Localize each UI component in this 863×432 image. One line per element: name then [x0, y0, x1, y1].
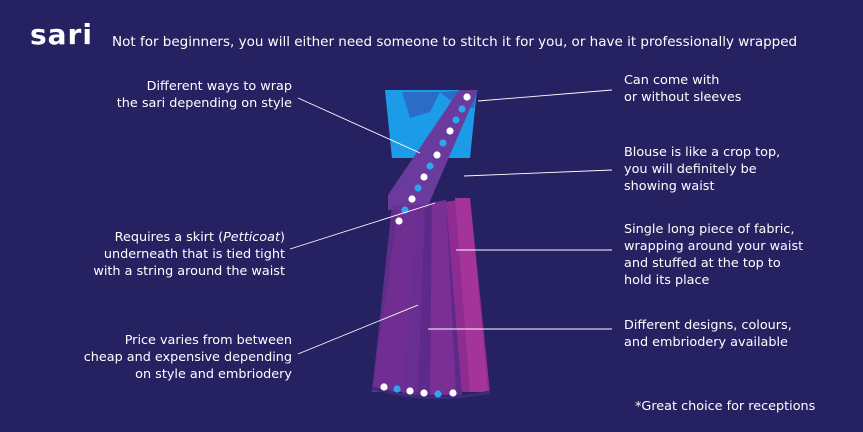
label-wrap-line-2: the sari depending on style	[116, 96, 292, 111]
label-fabric-line-2: wrapping around your waist	[624, 239, 804, 254]
petticoat-term: Petticoat	[223, 230, 280, 245]
label-price-line-2: cheap and expensive depending	[83, 350, 292, 365]
hem-beads	[380, 383, 457, 398]
blouse-neckline	[402, 92, 440, 118]
label-petticoat-line-2: underneath that is tied tight	[103, 247, 285, 262]
label-price-line-1: Price varies from between	[124, 333, 292, 348]
pallu-beads	[395, 93, 471, 225]
label-fabric-line-1: Single long piece of fabric,	[624, 222, 795, 237]
leader-price	[297, 304, 419, 355]
leader-sleeves	[477, 89, 613, 102]
leader-wrap	[297, 97, 421, 154]
label-petticoat: Requires a skirt (Petticoat) underneath …	[93, 229, 285, 280]
petticoat-text-a: Requires a skirt (	[114, 230, 224, 245]
leader-lines	[289, 89, 613, 355]
sari-pallu-hang	[372, 205, 425, 392]
label-designs: Different designs, colours, and embriode…	[624, 317, 792, 351]
label-fabric: Single long piece of fabric, wrapping ar…	[624, 221, 803, 289]
leader-petticoat	[289, 202, 436, 250]
sari-skirt-right	[455, 198, 488, 392]
label-petticoat-line-1: Requires a skirt (Petticoat)	[93, 229, 285, 246]
label-designs-line-2: and embriodery available	[624, 335, 788, 350]
footnote: *Great choice for receptions	[635, 399, 816, 414]
label-blouse: Blouse is like a crop top, you will defi…	[624, 144, 780, 195]
petticoat-text-b: )	[280, 230, 285, 245]
label-sleeves-line-2: or without sleeves	[624, 90, 742, 105]
label-designs-line-1: Different designs, colours,	[624, 318, 792, 333]
label-wrap-styles: Different ways to wrap the sari dependin…	[117, 78, 292, 112]
leader-blouse	[463, 169, 613, 177]
sari-pleat-mid	[430, 200, 456, 395]
label-sleeves: Can come with or without sleeves	[624, 72, 741, 106]
page-title: sari	[30, 18, 93, 51]
label-price-line-3: on style and embriodery	[135, 367, 292, 382]
label-wrap-line-1: Different ways to wrap	[146, 79, 292, 94]
label-blouse-line-3: showing waist	[624, 179, 715, 194]
label-petticoat-line-3: with a string around the waist	[93, 264, 285, 279]
label-fabric-line-4: hold its place	[624, 273, 710, 288]
page-subtitle: Not for beginners, you will either need …	[112, 34, 798, 50]
label-blouse-line-1: Blouse is like a crop top,	[624, 145, 781, 160]
label-price: Price varies from between cheap and expe…	[84, 332, 292, 383]
label-blouse-line-2: you will definitely be	[624, 162, 757, 177]
label-sleeves-line-1: Can come with	[624, 73, 720, 88]
label-fabric-line-3: and stuffed at the top to	[624, 256, 781, 271]
sari-hem	[371, 386, 491, 400]
